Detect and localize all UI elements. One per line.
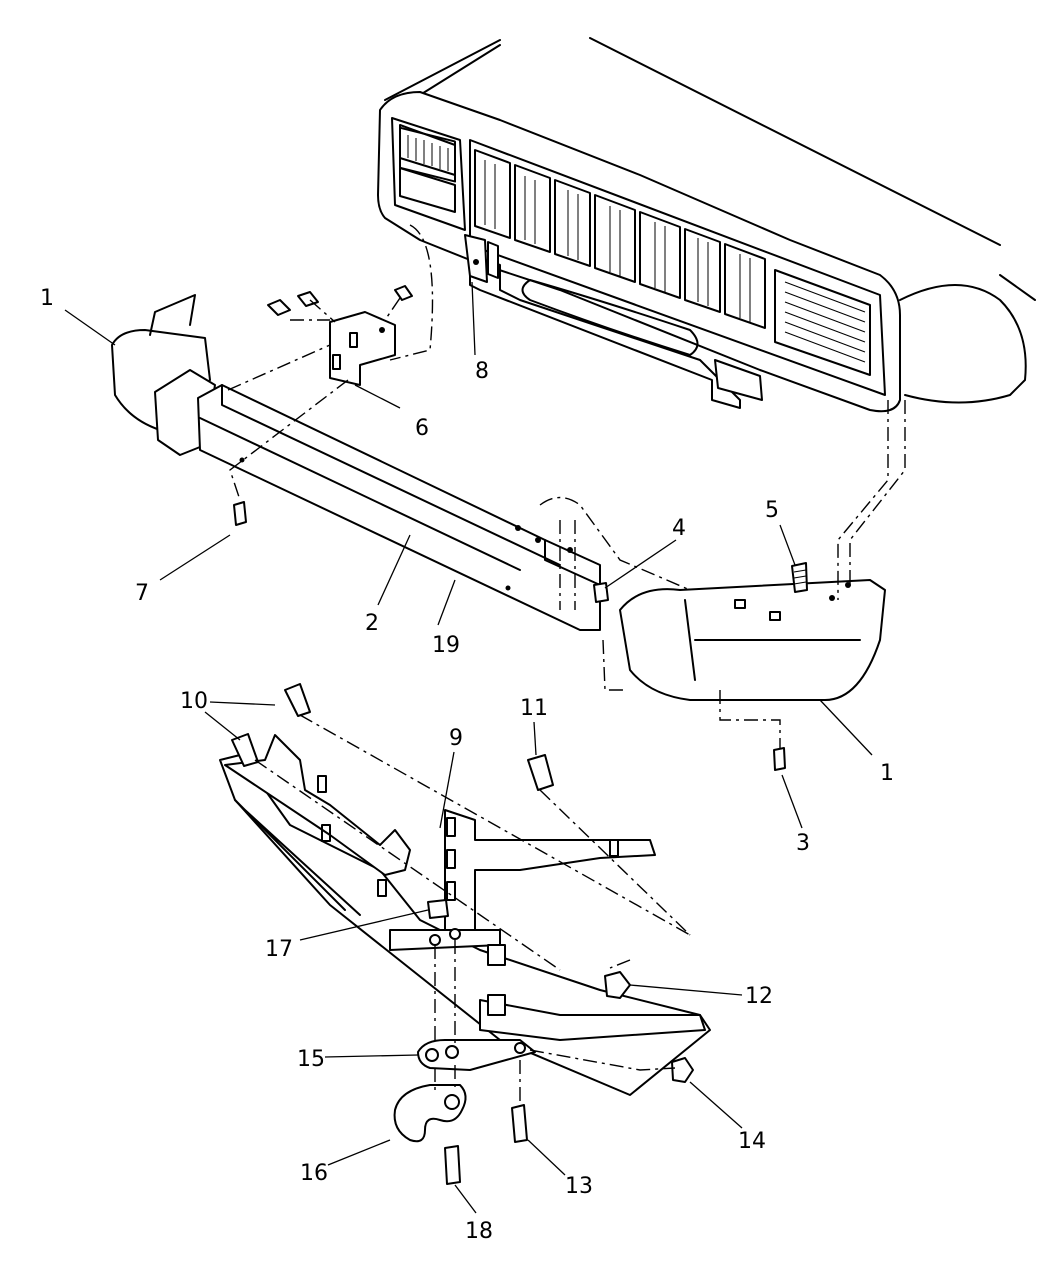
part-17-nut <box>427 899 449 919</box>
part-18-bolt <box>444 1145 461 1185</box>
part-14-nut <box>671 1057 694 1083</box>
left-headlamp <box>399 124 456 213</box>
callout-15: 15 <box>297 1047 325 1072</box>
part-5-bolt <box>791 562 808 593</box>
assembly-dashed-lines <box>227 224 906 1105</box>
right-headlamp <box>774 269 871 376</box>
callout-5: 5 <box>765 498 779 523</box>
vehicle-front-grille <box>377 37 1036 413</box>
callout-7: 7 <box>135 581 149 606</box>
callout-3: 3 <box>796 831 810 856</box>
callout-11: 11 <box>520 696 548 721</box>
callout-19: 19 <box>432 633 460 658</box>
callout-12: 12 <box>745 984 773 1009</box>
part-10-bracket <box>224 734 411 897</box>
part-9-frame-bracket <box>389 809 656 951</box>
callout-6: 6 <box>415 416 429 441</box>
callout-labels: 1 1 2 3 4 5 6 7 8 9 10 11 12 13 14 15 16… <box>40 286 894 1244</box>
callout-17: 17 <box>265 937 293 962</box>
callout-2: 2 <box>365 611 379 636</box>
frame-rail-lower <box>219 754 711 1096</box>
part-15-plate <box>417 1039 536 1071</box>
callout-14: 14 <box>738 1129 766 1154</box>
callout-8: 8 <box>475 359 489 384</box>
callout-13: 13 <box>565 1174 593 1199</box>
callout-9: 9 <box>449 726 463 751</box>
callout-1-left: 1 <box>40 286 54 311</box>
part-12-nut <box>604 971 631 999</box>
callout-18: 18 <box>465 1219 493 1244</box>
grille-slots <box>474 149 766 329</box>
part-6-bracket <box>329 311 396 386</box>
part-4-nut <box>593 582 609 603</box>
callout-16: 16 <box>300 1161 328 1186</box>
part-7-bolt <box>233 501 247 526</box>
part-13-bolt <box>511 1104 528 1143</box>
lower-rail-plate <box>479 944 706 1041</box>
bolts-upper-left <box>267 285 413 316</box>
callout-10: 10 <box>180 689 208 714</box>
part-8-bracket <box>464 234 499 283</box>
callout-1-right: 1 <box>880 761 894 786</box>
bumper-end-cap-right <box>619 579 886 701</box>
part-3-bolt <box>773 747 786 771</box>
leader-lines <box>64 281 873 1214</box>
part-2-bumper-bar <box>197 384 601 631</box>
part-11-bolt <box>527 754 554 791</box>
part-16-tow-hook <box>393 1084 467 1143</box>
callout-4: 4 <box>672 516 686 541</box>
